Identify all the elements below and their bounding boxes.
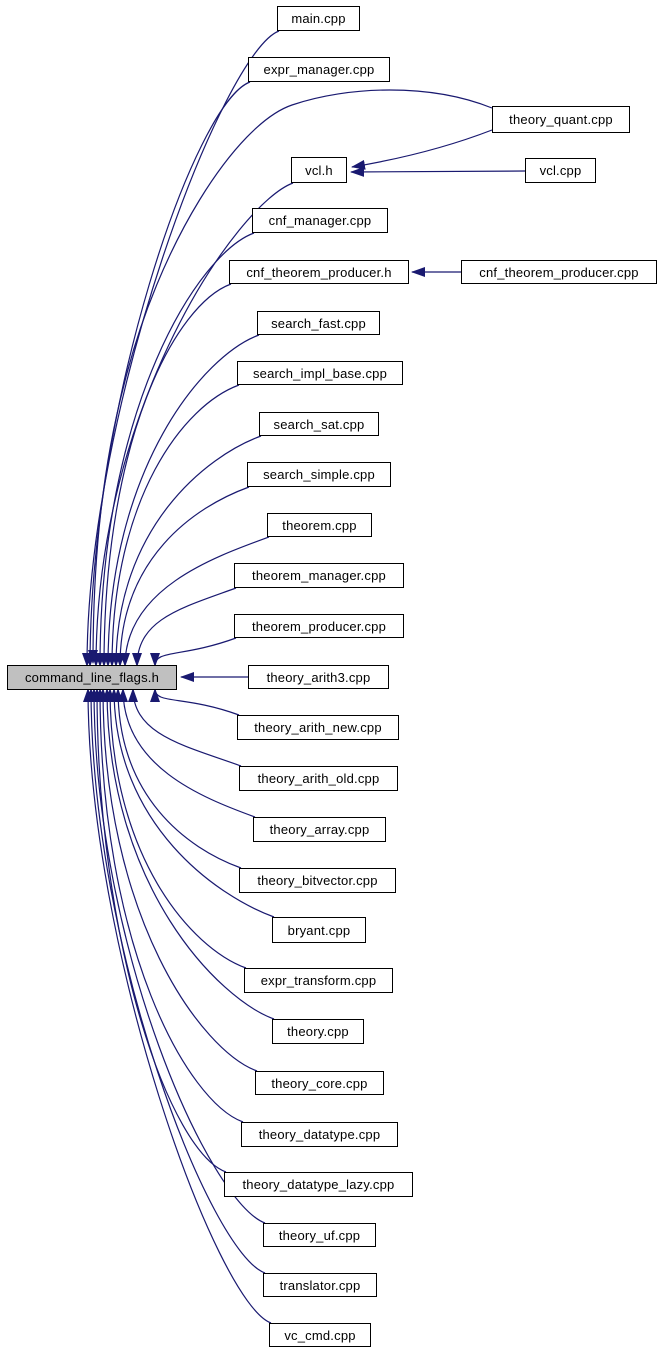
node-vcl-h[interactable]: vcl.h xyxy=(291,157,347,183)
edge-search-sat-cpp-to-command-line-flags-h xyxy=(111,435,262,667)
node-translator-cpp[interactable]: translator.cpp xyxy=(263,1273,377,1297)
node-cnf-theorem-producer-cpp[interactable]: cnf_theorem_producer.cpp xyxy=(461,260,657,284)
node-vc-cmd-cpp[interactable]: vc_cmd.cpp xyxy=(269,1323,371,1347)
node-expr-manager-cpp[interactable]: expr_manager.cpp xyxy=(248,57,390,82)
edge-theory-cpp-to-command-line-flags-h xyxy=(102,688,275,1020)
edge-theory-uf-cpp-to-command-line-flags-h xyxy=(89,688,266,1224)
node-theory-cpp[interactable]: theory.cpp xyxy=(272,1019,364,1044)
node-theory-arith3-cpp[interactable]: theory_arith3.cpp xyxy=(248,665,389,689)
node-bryant-cpp[interactable]: bryant.cpp xyxy=(272,917,366,943)
node-theorem-manager-cpp[interactable]: theorem_manager.cpp xyxy=(234,563,404,588)
edge-search-simple-cpp-to-command-line-flags-h xyxy=(115,486,250,667)
node-theorem-cpp[interactable]: theorem.cpp xyxy=(267,513,372,537)
edge-theory-arith-new-cpp-to-command-line-flags-h xyxy=(150,688,240,716)
node-theory-uf-cpp[interactable]: theory_uf.cpp xyxy=(263,1223,376,1247)
node-search-fast-cpp[interactable]: search_fast.cpp xyxy=(257,311,380,335)
edge-theory-datatype-lazy-cpp-to-command-line-flags-h xyxy=(92,688,227,1173)
node-theory-datatype-lazy-cpp[interactable]: theory_datatype_lazy.cpp xyxy=(224,1172,413,1197)
edge-expr-transform-cpp-to-command-line-flags-h xyxy=(105,688,247,969)
edge-bryant-cpp-to-command-line-flags-h xyxy=(109,688,275,918)
edge-theorem-producer-cpp-to-command-line-flags-h xyxy=(150,637,237,667)
edge-translator-cpp-to-command-line-flags-h xyxy=(86,688,266,1274)
edge-vcl-h-to-command-line-flags-h xyxy=(91,182,294,667)
edge-theorem-manager-cpp-to-command-line-flags-h xyxy=(132,587,237,667)
node-vcl-cpp[interactable]: vcl.cpp xyxy=(525,158,596,183)
node-theory-arith-old-cpp[interactable]: theory_arith_old.cpp xyxy=(239,766,398,791)
node-search-impl-base-cpp[interactable]: search_impl_base.cpp xyxy=(237,361,403,385)
edge-theory-datatype-cpp-to-command-line-flags-h xyxy=(95,688,244,1123)
node-theory-arith-new-cpp[interactable]: theory_arith_new.cpp xyxy=(237,715,399,740)
node-theory-bitvector-cpp[interactable]: theory_bitvector.cpp xyxy=(239,868,396,893)
edge-theory-core-cpp-to-command-line-flags-h xyxy=(98,688,258,1072)
edge-theory-quant-cpp-to-command-line-flags-h xyxy=(88,89,493,664)
edge-cnf-theorem-producer-h-to-command-line-flags-h xyxy=(99,283,232,667)
edge-theory-array-cpp-to-command-line-flags-h xyxy=(118,688,256,818)
edge-search-fast-cpp-to-command-line-flags-h xyxy=(103,334,260,667)
edge-theory-bitvector-cpp-to-command-line-flags-h xyxy=(113,688,242,869)
edge-theory-arith-old-cpp-to-command-line-flags-h xyxy=(128,688,242,767)
edge-expr-manager-cpp-to-command-line-flags-h xyxy=(85,81,251,667)
node-theory-array-cpp[interactable]: theory_array.cpp xyxy=(253,817,386,842)
node-cnf-theorem-producer-h[interactable]: cnf_theorem_producer.h xyxy=(229,260,409,284)
edge-vcl-cpp-to-vcl-h xyxy=(350,166,526,177)
node-theory-core-cpp[interactable]: theory_core.cpp xyxy=(255,1071,384,1095)
node-cnf-manager-cpp[interactable]: cnf_manager.cpp xyxy=(252,208,388,233)
node-expr-transform-cpp[interactable]: expr_transform.cpp xyxy=(244,968,393,993)
edge-vc-cmd-cpp-to-command-line-flags-h xyxy=(83,688,272,1324)
edge-cnf-manager-cpp-to-command-line-flags-h xyxy=(95,232,255,667)
node-search-simple-cpp[interactable]: search_simple.cpp xyxy=(247,462,391,487)
node-theorem-producer-cpp[interactable]: theorem_producer.cpp xyxy=(234,614,404,638)
node-search-sat-cpp[interactable]: search_sat.cpp xyxy=(259,412,379,436)
node-main-cpp[interactable]: main.cpp xyxy=(277,6,360,31)
edge-theory-quant-cpp-to-vcl-h xyxy=(351,129,493,170)
edge-theorem-cpp-to-command-line-flags-h xyxy=(120,536,270,667)
node-command-line-flags-h: command_line_flags.h xyxy=(7,665,177,690)
edge-search-impl-base-cpp-to-command-line-flags-h xyxy=(107,384,240,667)
node-theory-datatype-cpp[interactable]: theory_datatype.cpp xyxy=(241,1122,398,1147)
node-theory-quant-cpp[interactable]: theory_quant.cpp xyxy=(492,106,630,133)
